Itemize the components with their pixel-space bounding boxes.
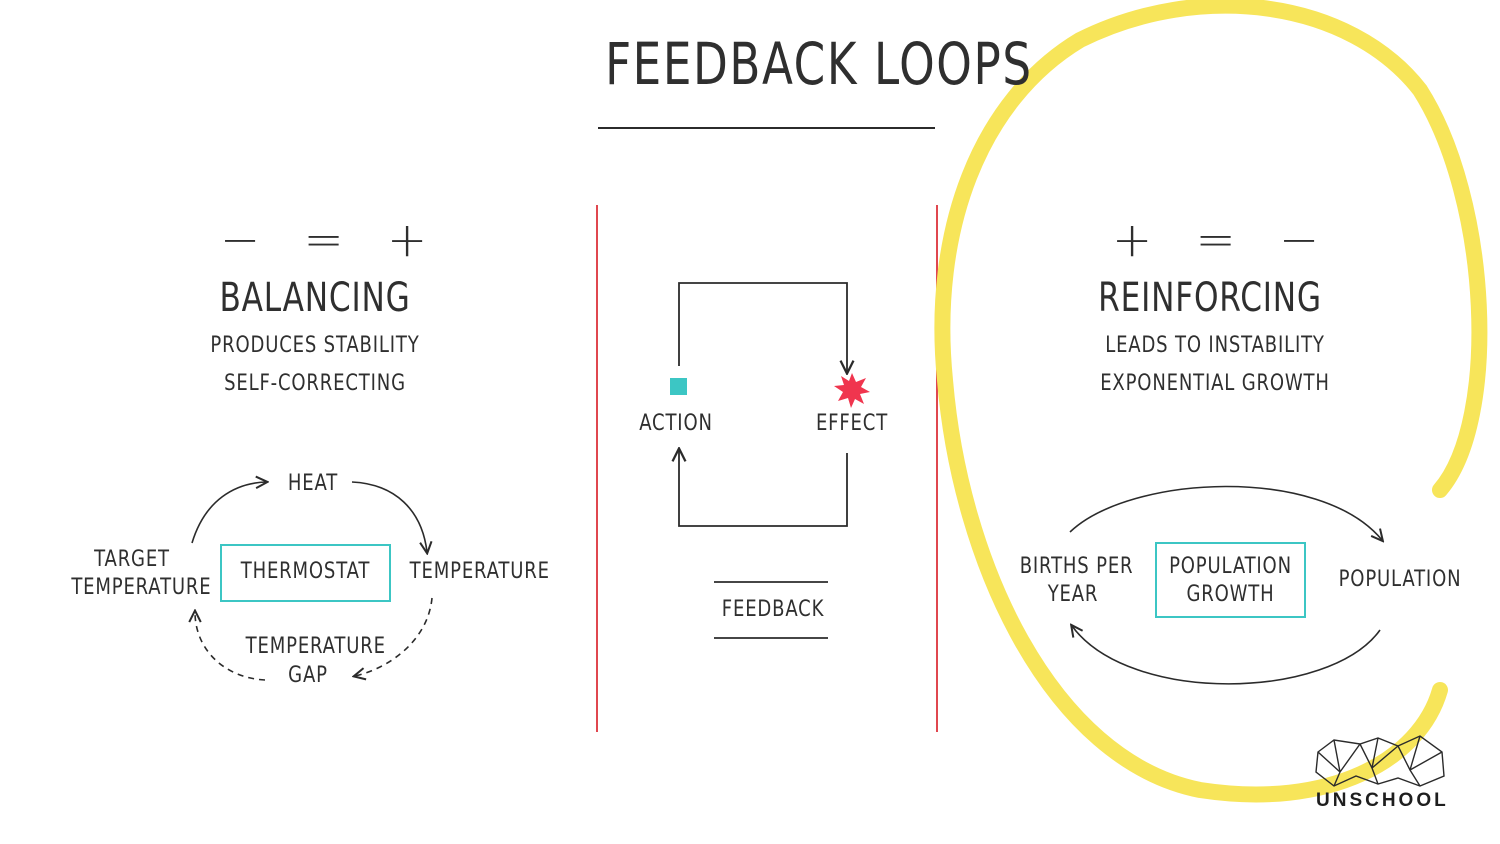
arrow-births-to-population: [1069, 485, 1382, 540]
arrow-target-to-heat: [191, 482, 266, 544]
loop-bottom-bracket: [679, 450, 848, 527]
node-population: POPULATION: [1338, 567, 1462, 592]
reinforcing-heading: REINFORCING: [1098, 275, 1322, 321]
population-growth-line2: GROWTH: [1186, 582, 1275, 607]
population-growth-box: [1155, 542, 1306, 618]
thermostat-box: [220, 544, 391, 602]
arrow-heat-to-temperature: [351, 481, 427, 552]
arrow-temperature-to-gap: [355, 597, 433, 676]
balancing-symbol: − = +: [220, 212, 442, 268]
balancing-heading: BALANCING: [219, 275, 411, 321]
reinforcing-line1: LEADS TO INSTABILITY: [1105, 333, 1325, 358]
effect-label: EFFECT: [815, 411, 889, 436]
node-gap-line2: GAP: [288, 663, 328, 688]
balancing-line2: SELF-CORRECTING: [224, 371, 406, 396]
arrow-gap-to-target: [195, 612, 266, 681]
reinforcing-line2: EXPONENTIAL GROWTH: [1100, 371, 1330, 396]
node-heat: HEAT: [287, 471, 339, 496]
node-gap-line1: TEMPERATURE: [245, 634, 386, 659]
feedback-label: FEEDBACK: [721, 597, 825, 622]
balancing-line1: PRODUCES STABILITY: [210, 333, 420, 358]
population-growth-line1: POPULATION: [1169, 554, 1292, 579]
action-square-icon: [670, 378, 687, 395]
node-target-line2: TEMPERATURE: [71, 575, 212, 600]
yellow-highlight-circle: [934, 0, 1488, 803]
logo-wordmark: UNSCHOOL: [1316, 790, 1449, 811]
births-per-year-line1: BIRTHS PER: [1019, 554, 1134, 579]
node-temperature: TEMPERATURE: [409, 559, 550, 584]
arrow-population-to-births: [1072, 626, 1381, 685]
thermostat-label: THERMOSTAT: [240, 559, 371, 584]
crystal-outline-logo-icon: [1315, 735, 1445, 787]
page-title: FEEDBACK LOOPS: [605, 30, 1033, 98]
loop-top-bracket: [678, 282, 847, 372]
action-label: ACTION: [639, 411, 713, 436]
node-target-line1: TARGET: [94, 547, 170, 572]
reinforcing-symbol: + = −: [1112, 212, 1334, 268]
births-per-year-line2: YEAR: [1047, 582, 1099, 607]
effect-burst-icon: [834, 373, 870, 408]
